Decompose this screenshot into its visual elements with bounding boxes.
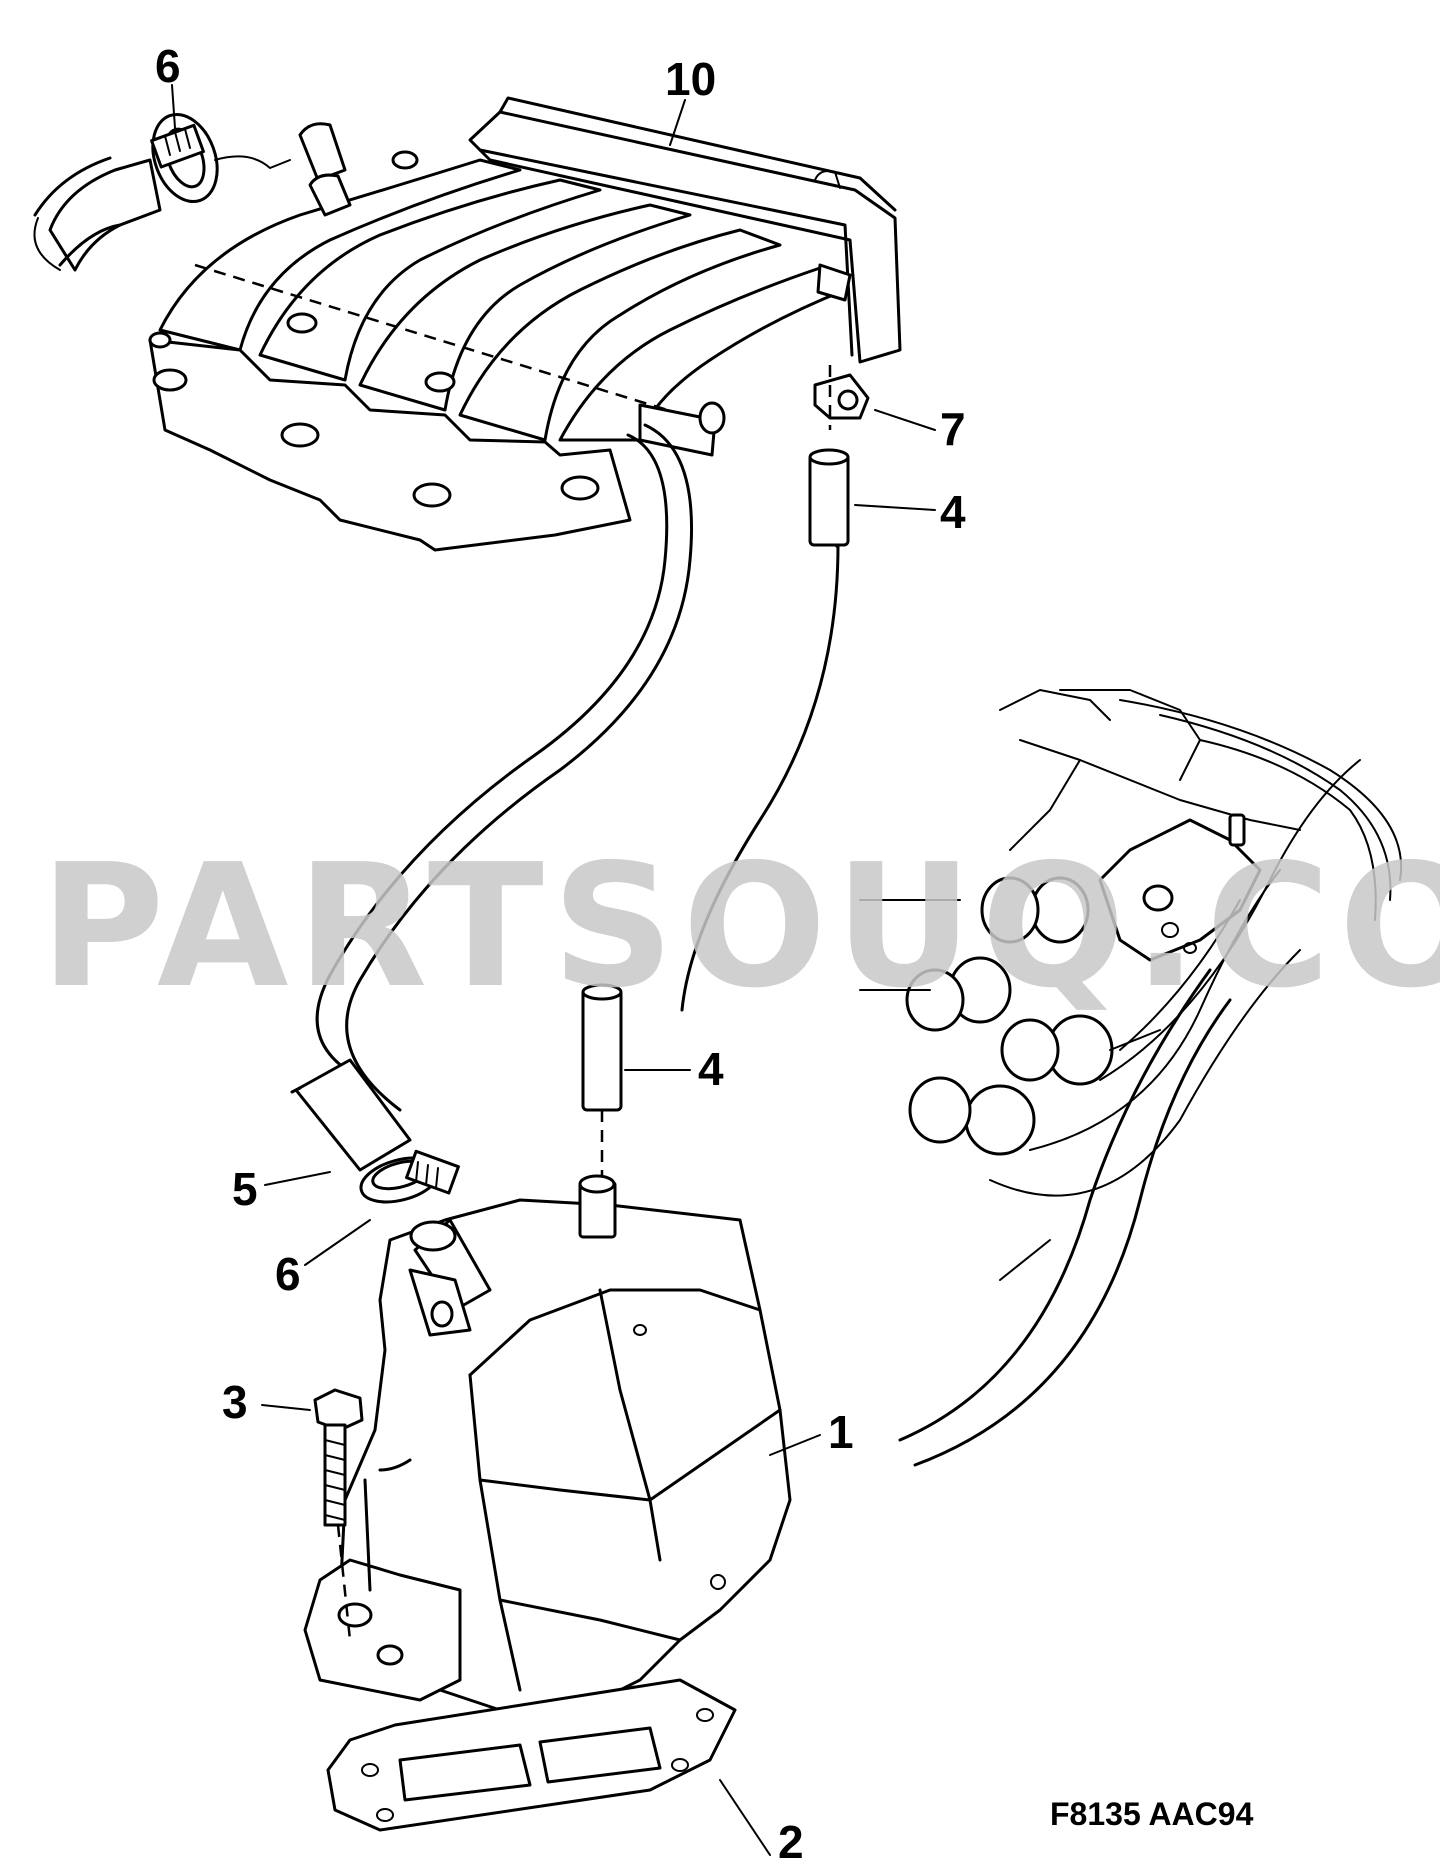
callout-10: 10 <box>665 53 716 105</box>
callout-3: 3 <box>222 1376 248 1428</box>
watermark: PARTSOUQ.COM <box>40 828 1440 1026</box>
vent-hose-4 <box>581 448 850 1180</box>
reservoir-tank <box>303 1174 792 1722</box>
callout-4-lower: 4 <box>698 1043 724 1095</box>
vent-hose-5 <box>290 423 694 1172</box>
hose-clamp-lower <box>359 1149 460 1204</box>
hose-clip-7 <box>813 365 870 430</box>
figure-code: F8135 AAC94 <box>1050 1796 1254 1832</box>
hose-clamp-top <box>150 112 291 204</box>
callout-2: 2 <box>778 1816 804 1868</box>
engine-background <box>859 689 1403 1467</box>
callout-labels: 10 6 7 4 4 5 6 3 1 2 <box>155 40 966 1868</box>
callout-7: 7 <box>940 403 966 455</box>
callout-leaders <box>171 84 936 1856</box>
manifold-bolt-bosses <box>148 150 600 508</box>
callout-6-lower: 6 <box>275 1248 301 1300</box>
callout-1: 1 <box>828 1406 854 1458</box>
intake-manifold <box>33 96 902 552</box>
callout-6-top: 6 <box>155 40 181 92</box>
bolt-3 <box>313 1388 364 1641</box>
callout-5: 5 <box>232 1163 258 1215</box>
gasket-2 <box>326 1678 737 1832</box>
callout-4-upper: 4 <box>940 486 966 538</box>
